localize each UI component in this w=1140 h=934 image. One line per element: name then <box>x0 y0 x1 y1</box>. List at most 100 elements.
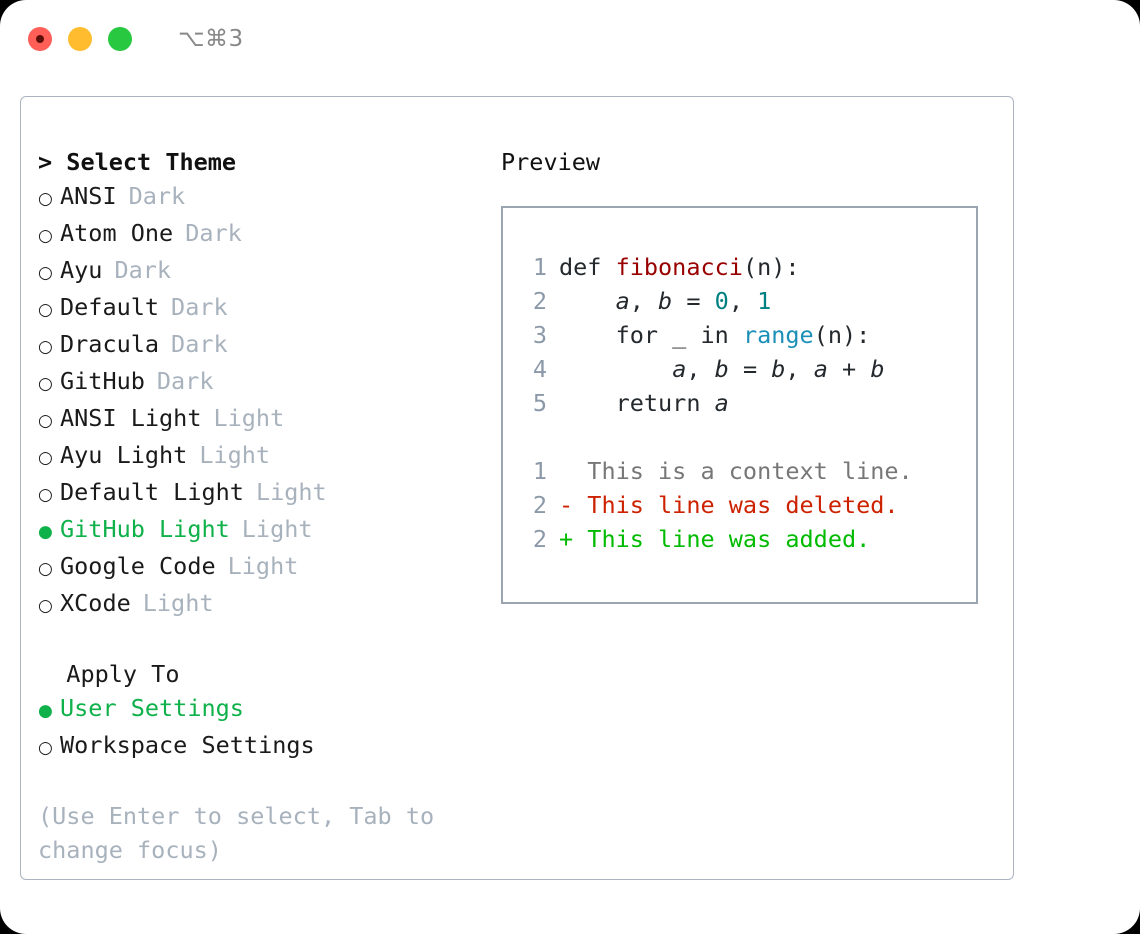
apply-to-header: Apply To <box>38 660 180 688</box>
code-line-content: a, b = 0, 1 <box>559 284 772 318</box>
code-token-plain: def <box>559 253 616 281</box>
theme-variant-tag: Dark <box>128 182 186 210</box>
code-token-var: a <box>714 389 729 417</box>
help-text: (Use Enter to select, Tab to change focu… <box>38 799 458 867</box>
code-line: 4 a, b = b, a + b <box>521 352 976 386</box>
code-token-function: fibonacci <box>615 253 743 281</box>
apply-to-option-label: User Settings <box>60 694 244 722</box>
theme-option-label: Dracula <box>60 330 160 358</box>
diff-line-text: This line was added. <box>587 525 871 553</box>
theme-option-label: Ayu Light <box>60 441 188 469</box>
code-token-var: b <box>771 355 786 383</box>
theme-option-label: ANSI Light <box>60 404 202 432</box>
title-bar: ⌥⌘3 <box>0 0 1140 78</box>
radio-selected-icon: ● <box>38 701 53 721</box>
code-token-plain: = <box>728 355 772 383</box>
apply-to-option-user-settings[interactable]: ● User Settings <box>38 691 488 728</box>
theme-option-label: Default <box>60 293 160 321</box>
theme-option-label: Default Light <box>60 478 244 506</box>
select-theme-header: > Select Theme <box>38 148 237 176</box>
line-number: 1 <box>532 253 547 281</box>
radio-unselected-icon: ○ <box>38 263 53 283</box>
code-token-plain: , <box>728 287 758 315</box>
line-number: 3 <box>532 321 547 349</box>
code-line-content: def fibonacci(n): <box>559 250 800 284</box>
theme-option-label: Atom One <box>60 219 174 247</box>
code-token-var: a <box>813 355 828 383</box>
radio-unselected-icon: ○ <box>38 226 53 246</box>
diff-line-context: 1 This is a context line. <box>521 454 976 488</box>
line-number: 2 <box>532 491 547 519</box>
theme-option-label: ANSI <box>60 182 117 210</box>
code-token-plain: = <box>672 287 715 315</box>
theme-variant-tag: Light <box>199 441 271 469</box>
code-token-plain: (n): <box>813 321 871 349</box>
theme-option-ansi[interactable]: ○ ANSI Dark <box>38 179 488 216</box>
code-line: 1 def fibonacci(n): <box>521 250 976 284</box>
diff-line-text: This is a context line. <box>587 457 913 485</box>
theme-variant-tag: Dark <box>156 367 214 395</box>
theme-variant-tag: Dark <box>171 330 228 358</box>
code-token-number: 1 <box>757 287 772 315</box>
diff-marker <box>559 454 587 488</box>
code-token-plain: for _ in <box>559 321 743 349</box>
close-button[interactable] <box>28 27 52 51</box>
code-line-content: a, b = b, a + b <box>559 352 884 386</box>
code-line: 3 for _ in range(n): <box>521 318 976 352</box>
line-number: 1 <box>532 457 547 485</box>
theme-variant-tag: Light <box>241 515 313 543</box>
radio-unselected-icon: ○ <box>38 411 53 431</box>
radio-unselected-icon: ○ <box>38 596 53 616</box>
diff-line-text: This line was deleted. <box>587 491 899 519</box>
maximize-button[interactable] <box>108 27 132 51</box>
theme-option-xcode[interactable]: ○ XCode Light <box>38 586 488 623</box>
radio-selected-icon: ● <box>38 522 53 542</box>
radio-unselected-icon: ○ <box>38 300 53 320</box>
code-token-plain: , <box>629 287 659 315</box>
diff-line-added: 2+ This line was added. <box>521 522 976 556</box>
theme-option-label: XCode <box>60 589 131 617</box>
diff-marker: + <box>559 525 588 553</box>
code-token-plain: return <box>559 389 715 417</box>
theme-option-label: Ayu <box>60 256 103 284</box>
apply-to-list: ● User Settings ○Workspace Settings <box>38 691 488 765</box>
help-text-line-1: (Use Enter to select, Tab to <box>38 802 435 830</box>
radio-unselected-icon: ○ <box>38 337 53 357</box>
code-line-content: return a <box>559 386 729 420</box>
minimize-button[interactable] <box>68 27 92 51</box>
theme-option-dracula[interactable]: ○ Dracula Dark <box>38 327 488 364</box>
code-token-plain: (n): <box>742 253 800 281</box>
code-token-var: b <box>714 355 729 383</box>
code-token-plain: , <box>686 355 715 383</box>
theme-option-atom-one[interactable]: ○ Atom One Dark <box>38 216 488 253</box>
radio-unselected-icon: ○ <box>38 485 53 505</box>
help-text-line-2: change focus) <box>38 836 222 864</box>
code-token-plain <box>559 355 672 383</box>
code-token-plain <box>559 287 616 315</box>
line-number: 4 <box>532 355 547 383</box>
radio-unselected-icon: ○ <box>38 189 53 209</box>
apply-to-option-workspace-settings[interactable]: ○Workspace Settings <box>38 728 488 765</box>
code-token-number: 0 <box>714 287 729 315</box>
theme-variant-tag: Light <box>142 589 214 617</box>
line-number: 2 <box>532 287 547 315</box>
diff-sample: 1 This is a context line.2- This line wa… <box>521 454 976 556</box>
theme-option-label: Google Code <box>60 552 216 580</box>
theme-variant-tag: Dark <box>185 219 242 247</box>
line-number: 5 <box>532 389 547 417</box>
preview-title: Preview <box>501 148 601 176</box>
code-token-plain: + <box>827 355 871 383</box>
